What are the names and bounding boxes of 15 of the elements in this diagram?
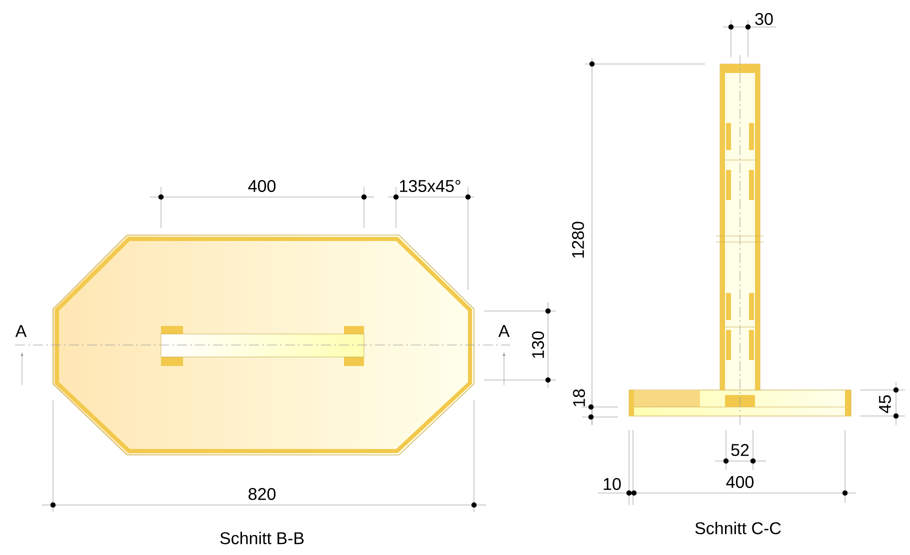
caption: Schnitt C-C (695, 522, 781, 534)
dimension-label: 30 (755, 12, 773, 26)
dimension-label: 18 (572, 389, 586, 406)
dimension-label: 135x45° (400, 180, 460, 192)
dimension-label: 400 (726, 476, 754, 488)
dimension-label: 10 (604, 478, 621, 490)
section-letter: A (15, 325, 27, 337)
dimension-label: 820 (248, 488, 276, 500)
dimension-label: 45 (879, 395, 891, 414)
dimension-label: 400 (248, 180, 276, 192)
section-letter: A (498, 325, 510, 337)
caption: Schnitt B-B (220, 532, 304, 544)
dimension-label: 52 (731, 444, 749, 456)
dimension-label: 130 (532, 331, 544, 358)
dimension-label: 1280 (572, 222, 584, 258)
